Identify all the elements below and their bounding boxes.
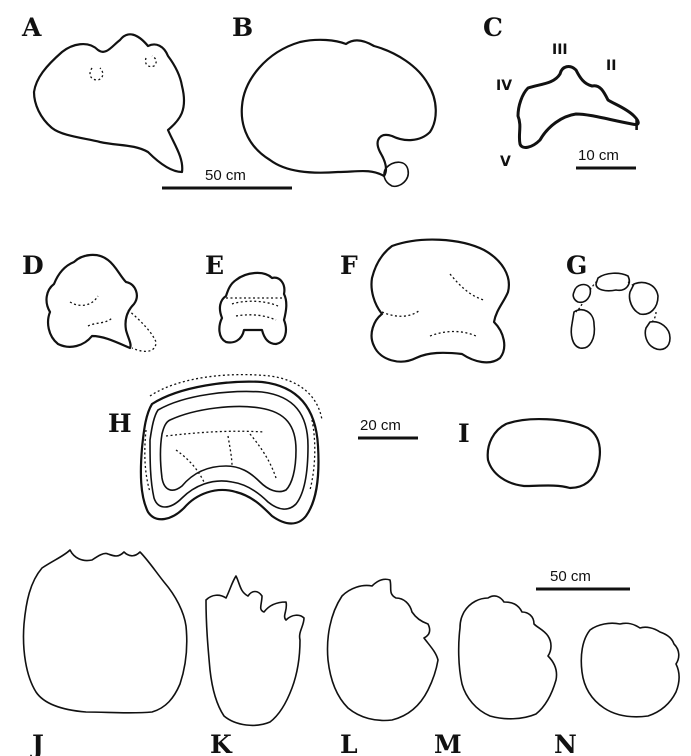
scalebar-label-middle: 20 cm xyxy=(360,417,401,434)
footprint-e-outline xyxy=(219,273,286,344)
footprint-j-outline xyxy=(24,550,187,713)
footprint-a-inner-trace-2 xyxy=(145,56,156,67)
footprint-a-outline xyxy=(34,34,184,172)
footprint-g-toe-2 xyxy=(596,273,629,291)
footprint-n-outline xyxy=(581,623,679,717)
footprint-g-toe-3 xyxy=(629,283,658,315)
panel-label-k: K xyxy=(210,730,233,756)
panel-label-h: H xyxy=(108,409,132,438)
footprint-h-trace-2 xyxy=(166,431,276,482)
panel-label-g: G xyxy=(566,251,587,280)
footprint-h-outline-inner xyxy=(161,407,297,492)
footprint-f-inner-trace xyxy=(382,274,484,336)
footprint-e-inner-trace xyxy=(226,298,284,320)
footprint-d-heel-trace xyxy=(128,310,156,351)
footprint-c-outline xyxy=(518,67,638,148)
panel-label-e: E xyxy=(205,251,224,280)
digit-label-iii: III xyxy=(552,42,568,58)
panel-label-n: N xyxy=(554,730,577,756)
footprint-b-toe-blob xyxy=(384,162,408,186)
digit-label-iv: IV xyxy=(496,78,512,94)
panel-label-a: A xyxy=(21,13,42,42)
footprint-g-heel-left xyxy=(571,310,594,349)
digit-label-ii: II xyxy=(606,58,616,74)
digit-label-v: V xyxy=(500,154,511,170)
scalebar-label-bottom: 50 cm xyxy=(550,568,591,585)
footprint-k-outline xyxy=(206,576,304,725)
panel-label-c: C xyxy=(483,13,503,42)
footprint-b-outline xyxy=(242,40,436,176)
footprint-d-outline xyxy=(47,255,137,348)
footprint-f-outline xyxy=(371,240,508,363)
scalebar-label-top-left: 50 cm xyxy=(205,167,246,184)
panel-label-m: M xyxy=(434,730,462,756)
footprint-a-inner-trace xyxy=(90,68,103,80)
footprint-d-inner-trace xyxy=(70,296,112,326)
panel-label-i: I xyxy=(458,419,470,448)
footprint-m-outline xyxy=(459,596,557,719)
panel-label-d: D xyxy=(22,251,44,280)
panel-label-f: F xyxy=(340,251,358,280)
footprint-i-outline xyxy=(488,419,600,488)
scalebar-label-top-right: 10 cm xyxy=(578,147,619,164)
panel-label-b: B xyxy=(232,13,253,42)
digit-label-i: I xyxy=(634,118,639,134)
panel-label-j: J xyxy=(30,730,44,756)
footprint-g-heel-right xyxy=(645,322,670,350)
footprint-l-outline xyxy=(328,579,438,720)
footprint-g-toe-1 xyxy=(573,285,590,303)
panel-label-l: L xyxy=(340,730,358,756)
